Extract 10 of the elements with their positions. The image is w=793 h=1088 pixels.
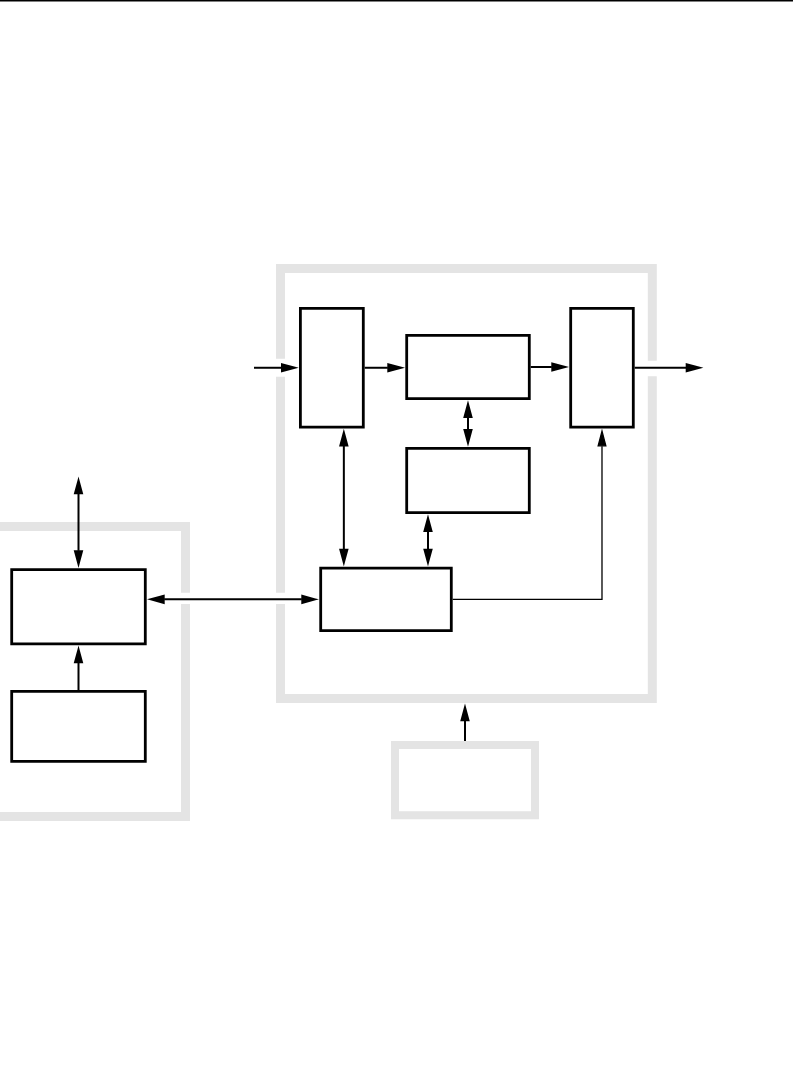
block-box	[10, 690, 147, 763]
boundary-frame	[0, 522, 190, 821]
block-box	[299, 307, 365, 429]
outlined-box	[391, 741, 539, 820]
block-box	[10, 568, 147, 646]
block-box	[569, 307, 635, 429]
block-box	[319, 566, 453, 632]
boundary-frame	[276, 264, 657, 703]
block-box	[405, 447, 531, 514]
block-box	[405, 334, 531, 400]
